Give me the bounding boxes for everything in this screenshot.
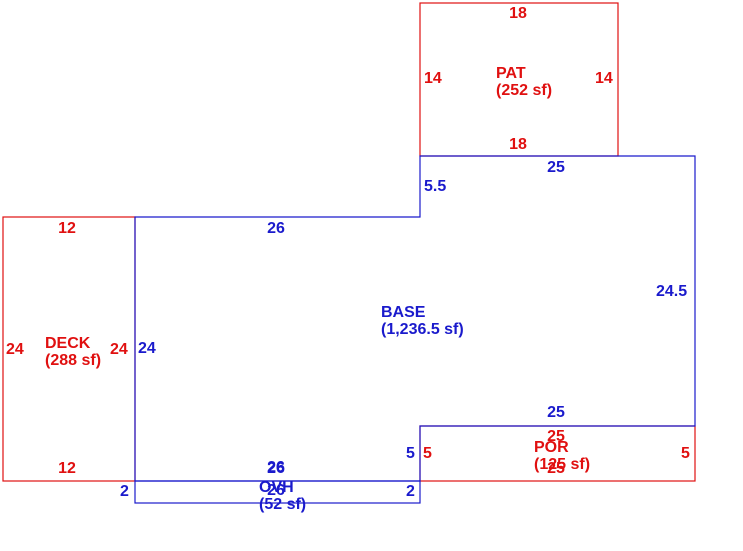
deck-area-name: DECK bbox=[45, 335, 91, 352]
base-top-left-dimension: 26 bbox=[267, 220, 285, 237]
deck-right-dimension: 24 bbox=[110, 341, 128, 358]
ovh-bottom-dimension: 26 bbox=[267, 482, 285, 499]
pat-left-dimension: 14 bbox=[424, 70, 442, 87]
pat-top-dimension: 18 bbox=[509, 5, 527, 22]
base-step-dimension: 5.5 bbox=[424, 178, 447, 195]
pat-bottom-dimension: 18 bbox=[509, 136, 527, 153]
base-inner-step-dimension: 5 bbox=[406, 445, 415, 462]
base-inner-bottom-dimension: 25 bbox=[547, 404, 565, 421]
deck-left-dimension: 24 bbox=[6, 341, 24, 358]
ovh-top-dimension: 26 bbox=[267, 459, 285, 476]
ovh-area-size: (52 sf) bbox=[259, 496, 307, 513]
por-right-dimension: 5 bbox=[681, 445, 690, 462]
ovh-right-dimension: 2 bbox=[406, 483, 415, 500]
pat-area-size: (252 sf) bbox=[496, 82, 553, 99]
ovh-outline bbox=[134, 480, 421, 504]
por-area-size: (125 sf) bbox=[534, 456, 591, 473]
por-bottom-dimension: 25 bbox=[547, 460, 565, 477]
base-bottom-dimension: 26 bbox=[267, 460, 285, 477]
deck-bottom-dimension: 12 bbox=[58, 460, 76, 477]
deck-area-size: (288 sf) bbox=[45, 352, 102, 369]
por-left-dimension: 5 bbox=[423, 445, 432, 462]
base-area-name: BASE bbox=[381, 304, 426, 321]
base-area-size: (1,236.5 sf) bbox=[381, 321, 464, 338]
ovh-left-dimension: 2 bbox=[120, 483, 129, 500]
pat-right-dimension: 14 bbox=[595, 70, 613, 87]
por-top-dimension: 25 bbox=[547, 428, 565, 445]
base-left-dimension: 24 bbox=[138, 340, 156, 357]
ovh-area-name: OVH bbox=[259, 479, 294, 496]
deck-top-dimension: 12 bbox=[58, 220, 76, 237]
base-top-right-dimension: 25 bbox=[547, 159, 565, 176]
base-right-dimension: 24.5 bbox=[656, 283, 688, 300]
por-area-name: POR bbox=[534, 439, 569, 456]
pat-area-name: PAT bbox=[496, 65, 526, 82]
